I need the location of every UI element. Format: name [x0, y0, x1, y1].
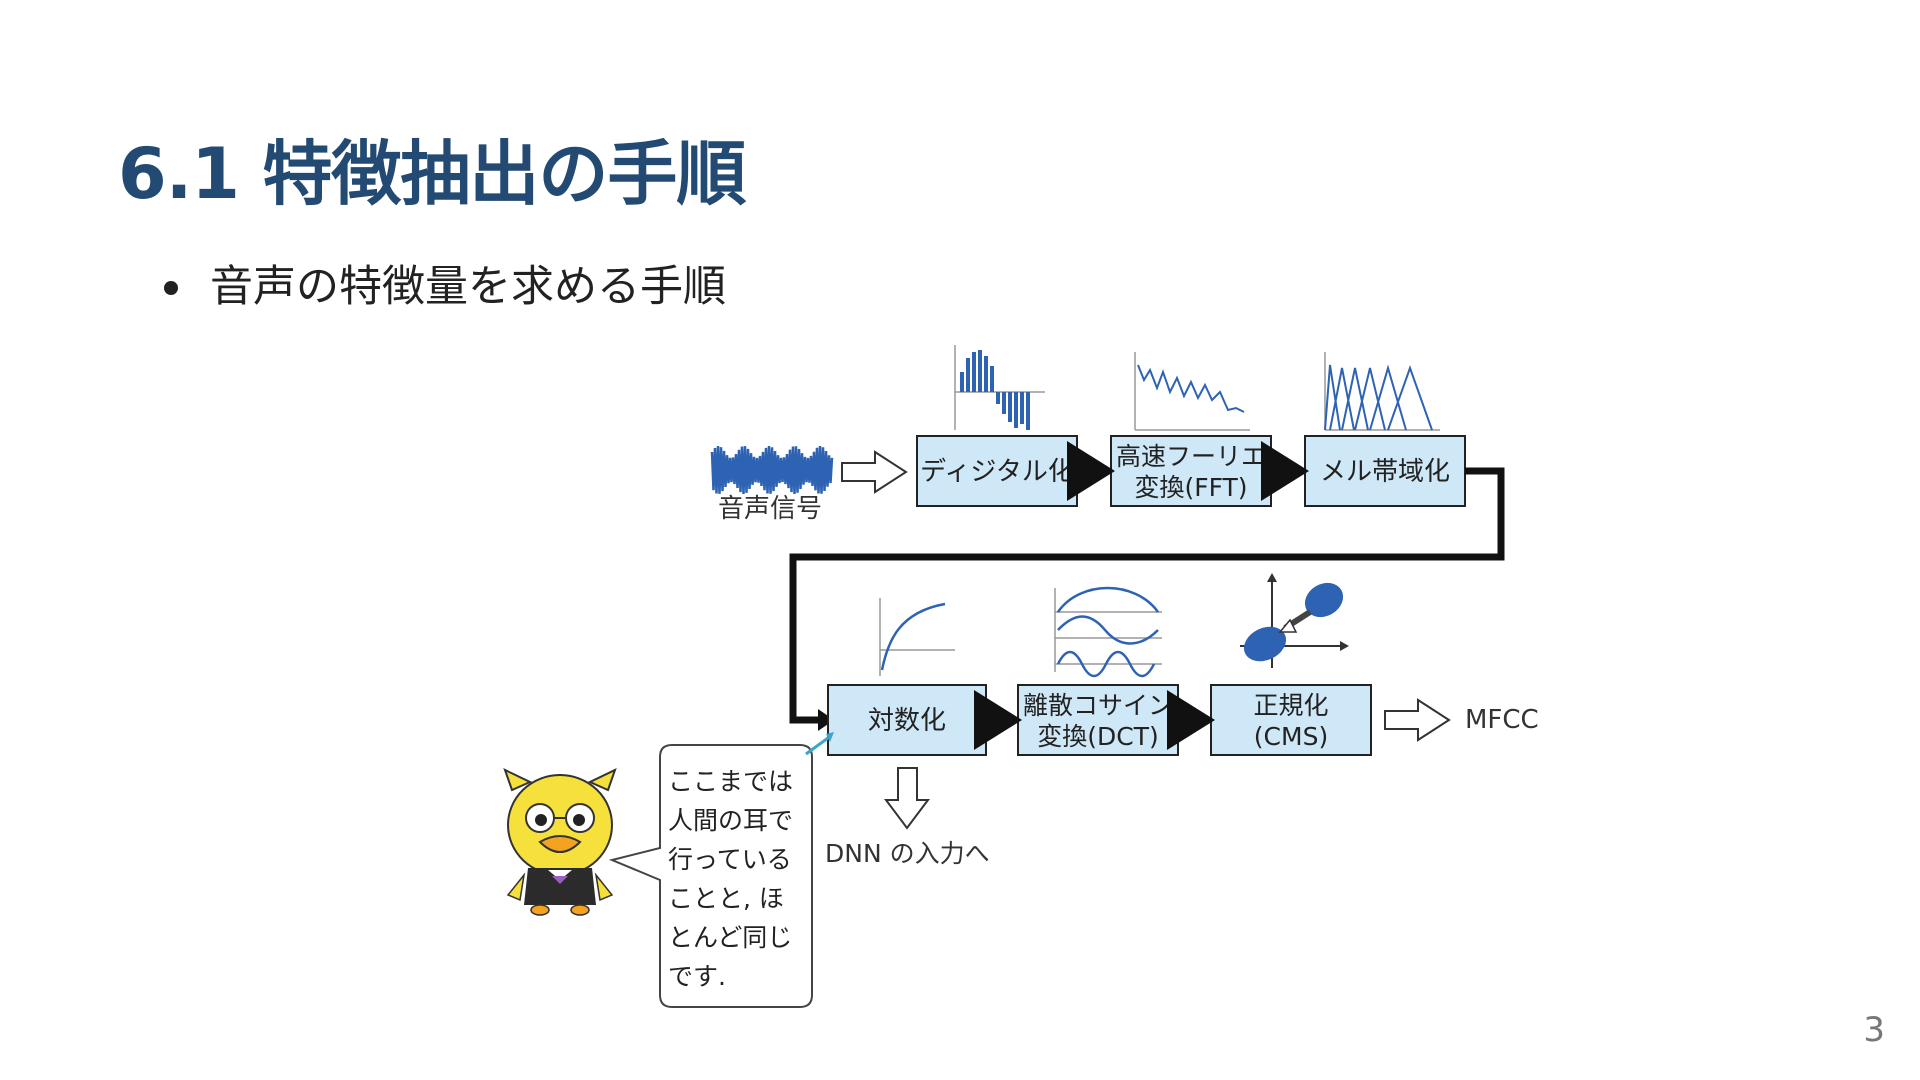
bullet-item: 音声の特徴量を求める手順 — [160, 258, 726, 316]
bubble-line: ここまでは — [668, 767, 793, 796]
digitize-label: ディジタル化 — [920, 457, 1074, 487]
down-arrow-icon — [884, 767, 930, 830]
log-step: 対数化 — [827, 684, 987, 756]
dnn-label: DNN の入力へ — [825, 839, 990, 868]
cms-step: 正規化 (CMS) — [1210, 684, 1372, 756]
cms-label-line1: 正規化 — [1253, 691, 1328, 720]
bubble-line: ことと, ほ — [668, 884, 784, 913]
hollow-arrow-icon — [1384, 698, 1451, 742]
mel-filterbank-icon — [1324, 352, 1440, 431]
log-curve-icon — [879, 598, 955, 676]
fft-label-line1: 高速フーリエ — [1116, 442, 1266, 471]
page-number: 3 — [1863, 1010, 1885, 1050]
spectrum-icon — [1134, 352, 1250, 431]
fft-step: 高速フーリエ 変換(FFT) — [1110, 435, 1272, 507]
log-label: 対数化 — [868, 706, 946, 736]
dct-label-line2: 変換(DCT) — [1037, 722, 1159, 751]
slide-title: 6.1 特徴抽出の手順 — [118, 133, 746, 215]
bullet-text: 音声の特徴量を求める手順 — [210, 262, 726, 312]
dct-label-line1: 離散コサイン — [1023, 691, 1173, 720]
mel-step: メル帯域化 — [1304, 435, 1466, 507]
arrow-head-icon — [818, 709, 834, 731]
cosine-waves-icon — [1054, 586, 1162, 678]
cms-label-line2: (CMS) — [1254, 722, 1328, 751]
bullet-list: 音声の特徴量を求める手順 — [160, 258, 726, 316]
connector-line — [789, 467, 1505, 724]
digitized-signal-icon — [954, 345, 1045, 430]
output-label: MFCC — [1465, 705, 1539, 735]
bubble-line: 行っている — [668, 845, 792, 874]
speech-bubble: ここまでは 人間の耳で 行っている ことと, ほ とんど同じ です. — [608, 732, 834, 1008]
hollow-arrow-icon — [841, 450, 908, 494]
mascot-owl-icon — [503, 768, 617, 916]
dct-step: 離散コサイン 変換(DCT) — [1017, 684, 1179, 756]
mel-label: メル帯域化 — [1320, 457, 1450, 487]
digitize-step: ディジタル化 — [916, 435, 1078, 507]
normalization-icon — [1240, 573, 1349, 668]
speech-waveform-icon — [710, 445, 834, 495]
fft-label-line2: 変換(FFT) — [1134, 473, 1247, 502]
input-label: 音声信号 — [718, 494, 822, 524]
bubble-line: です. — [668, 962, 726, 991]
bubble-line: とんど同じ — [668, 923, 792, 952]
bullet-dot — [164, 281, 178, 295]
bubble-line: 人間の耳で — [668, 806, 793, 835]
